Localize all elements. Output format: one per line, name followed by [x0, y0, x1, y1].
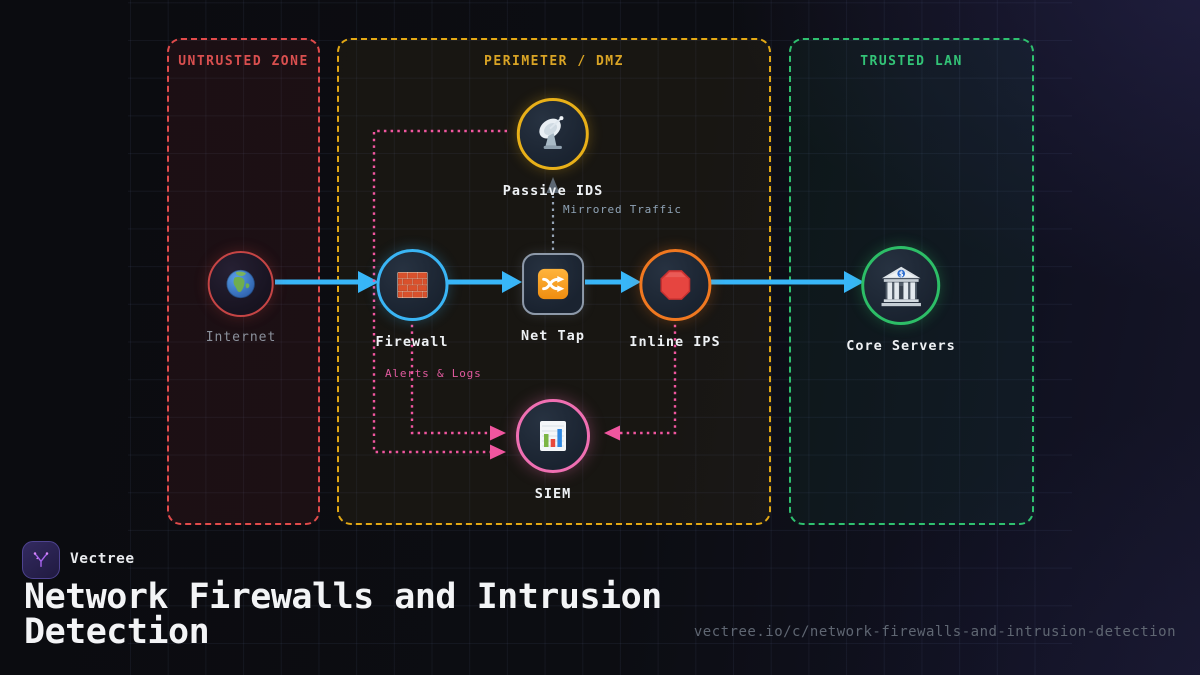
- brand-name: Vectree: [70, 551, 135, 567]
- page-title: Network Firewalls and Intrusion Detectio…: [24, 577, 662, 652]
- node-label-internet: Internet: [205, 330, 277, 345]
- node-inline-ips: Inline IPS: [629, 249, 720, 350]
- edge-label-alerts-logs: Alerts & Logs: [385, 367, 482, 380]
- node-core-servers: $ Core Servers: [846, 246, 956, 354]
- vectree-logo: [22, 541, 60, 579]
- node-firewall: Firewall: [375, 249, 448, 350]
- zone-untrusted-title: UNTRUSTED ZONE: [178, 54, 309, 69]
- svg-text:$: $: [899, 269, 904, 278]
- node-label-net-tap: Net Tap: [521, 328, 585, 344]
- bar-chart-icon: [540, 421, 566, 451]
- zone-trusted-title: TRUSTED LAN: [860, 54, 963, 69]
- node-label-core-servers: Core Servers: [846, 338, 956, 354]
- brick-wall-icon: [397, 272, 427, 298]
- node-label-inline-ips: Inline IPS: [629, 334, 721, 350]
- satellite-dish-icon: [539, 116, 564, 149]
- zone-perimeter-title: PERIMETER / DMZ: [484, 54, 624, 69]
- node-siem: SIEM: [516, 399, 590, 502]
- bank-icon: $: [881, 266, 921, 306]
- background-grid: [128, 0, 1072, 675]
- node-label-siem: SIEM: [534, 486, 572, 502]
- globe-icon: [226, 269, 256, 299]
- stop-sign-icon: [660, 270, 690, 300]
- vectree-branch-icon: [33, 552, 49, 568]
- page-url: vectree.io/c/network-firewalls-and-intru…: [693, 624, 1176, 640]
- node-label-passive-ids: Passive IDS: [502, 183, 604, 199]
- shuffle-icon: [537, 268, 569, 300]
- node-internet: Internet: [206, 251, 277, 345]
- node-passive-ids: Passive IDS: [503, 98, 603, 199]
- edge-label-mirrored-traffic: Mirrored Traffic: [563, 203, 682, 216]
- node-net-tap: Net Tap: [521, 253, 585, 344]
- node-label-firewall: Firewall: [375, 334, 449, 350]
